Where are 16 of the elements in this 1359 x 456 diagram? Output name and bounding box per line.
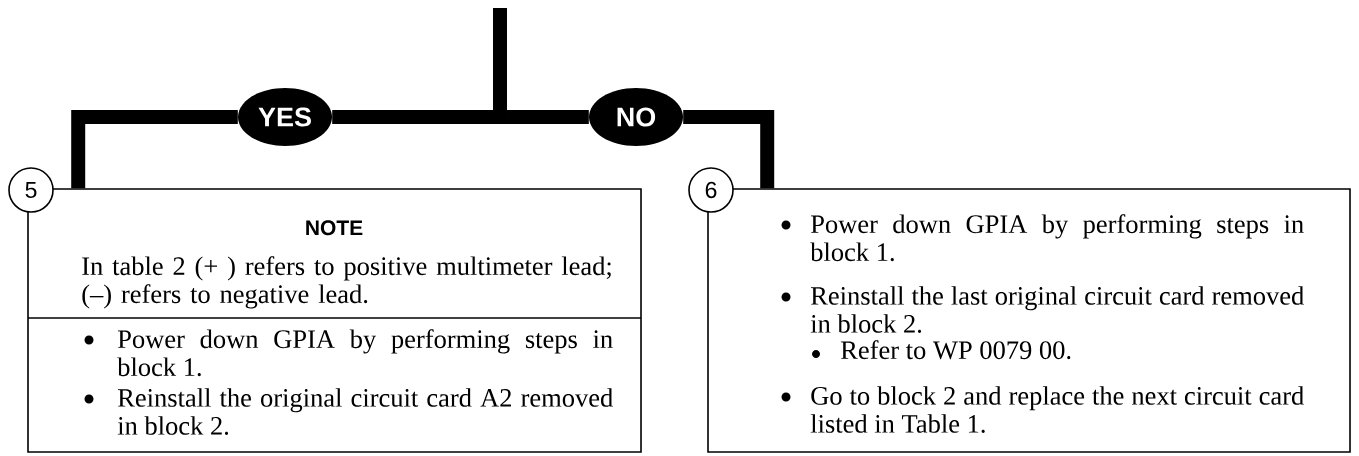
- bullet-item: Refer to WP 0079 00.: [812, 340, 1071, 360]
- bullet-item: Power down GPIA by performing steps in block 1.: [84, 329, 613, 377]
- decision-oval: YES: [238, 88, 332, 146]
- note-heading: NOTE: [306, 220, 363, 236]
- decision-oval: NO: [589, 88, 683, 146]
- bullet-item: Go to block 2 and replace the next circuit card listed in Table 1.: [781, 386, 1304, 433]
- bullet-item: Power down GPIA by performing steps in block 1.: [781, 214, 1304, 262]
- note-text: In table 2 (+ ) refers to positive multimeter lead; (–) refers to negative lead.: [82, 256, 611, 309]
- branch-line: [507, 110, 589, 124]
- branch-line: [71, 110, 238, 189]
- bullet-item: Reinstall the last original circuit card removed in block 2.: [781, 286, 1304, 333]
- step-number: 5: [8, 167, 54, 213]
- bullet-item: Reinstall the original circuit card A2 removed in block 2.: [84, 388, 613, 435]
- branch-line: [332, 8, 507, 124]
- branch-line: [683, 110, 775, 189]
- step-number: 6: [688, 167, 734, 213]
